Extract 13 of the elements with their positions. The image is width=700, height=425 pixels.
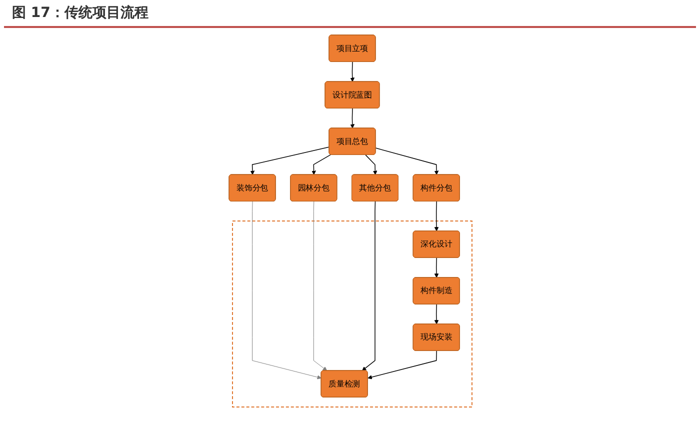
arrow xyxy=(374,147,438,174)
arrow xyxy=(434,304,438,324)
arrow xyxy=(250,146,330,174)
arrow xyxy=(434,257,438,278)
cluster xyxy=(232,220,472,408)
arrow xyxy=(362,200,376,370)
arrow xyxy=(350,108,354,128)
arrow xyxy=(367,350,436,379)
figure-title: 图 17：传统项目流程 xyxy=(4,0,696,28)
arrow xyxy=(364,154,377,174)
arrow xyxy=(434,200,438,231)
arrow xyxy=(311,154,331,174)
arrow xyxy=(350,61,354,82)
